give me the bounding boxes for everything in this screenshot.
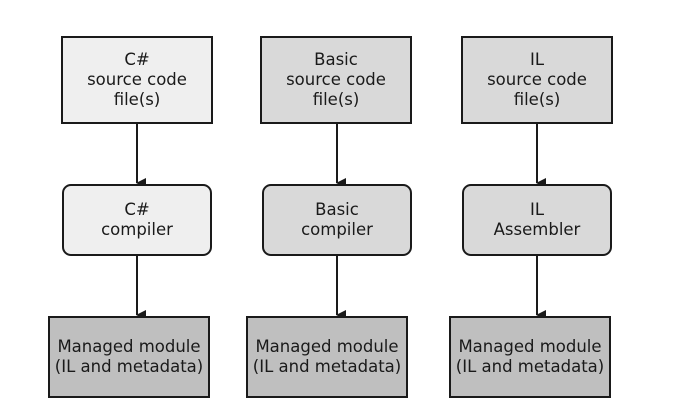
csharp-source-box: C# source code file(s) bbox=[61, 36, 213, 124]
csharp-source-line3: file(s) bbox=[113, 90, 161, 109]
csharp-module-line1: Managed module bbox=[57, 337, 201, 356]
il-source-line2: source code bbox=[487, 70, 587, 89]
csharp-source-line2: source code bbox=[87, 70, 187, 89]
basic-module-line2: (IL and metadata) bbox=[252, 357, 402, 376]
basic-source-line3: file(s) bbox=[312, 90, 360, 109]
il-module-line2: (IL and metadata) bbox=[455, 357, 605, 376]
csharp-compiler-box: C# compiler bbox=[62, 184, 212, 256]
basic-source-line1: Basic bbox=[314, 50, 358, 69]
il-assembler-box: IL Assembler bbox=[462, 184, 612, 256]
csharp-module-box: Managed module (IL and metadata) bbox=[48, 316, 210, 398]
il-assembler-line1: IL bbox=[529, 200, 545, 219]
basic-source-box: Basic source code file(s) bbox=[260, 36, 412, 124]
il-module-box: Managed module (IL and metadata) bbox=[449, 316, 611, 398]
csharp-source-line1: C# bbox=[124, 50, 150, 69]
csharp-module-line2: (IL and metadata) bbox=[54, 357, 204, 376]
il-module-line1: Managed module bbox=[458, 337, 602, 356]
basic-compiler-line1: Basic bbox=[315, 200, 359, 219]
csharp-compiler-line2: compiler bbox=[101, 220, 173, 239]
il-assembler-line2: Assembler bbox=[493, 220, 581, 239]
il-source-box: IL source code file(s) bbox=[461, 36, 613, 124]
basic-source-line2: source code bbox=[286, 70, 386, 89]
il-source-line1: IL bbox=[529, 50, 545, 69]
basic-module-box: Managed module (IL and metadata) bbox=[246, 316, 408, 398]
basic-compiler-box: Basic compiler bbox=[262, 184, 412, 256]
il-source-line3: file(s) bbox=[513, 90, 561, 109]
csharp-compiler-line1: C# bbox=[124, 200, 150, 219]
basic-compiler-line2: compiler bbox=[301, 220, 373, 239]
basic-module-line1: Managed module bbox=[255, 337, 399, 356]
